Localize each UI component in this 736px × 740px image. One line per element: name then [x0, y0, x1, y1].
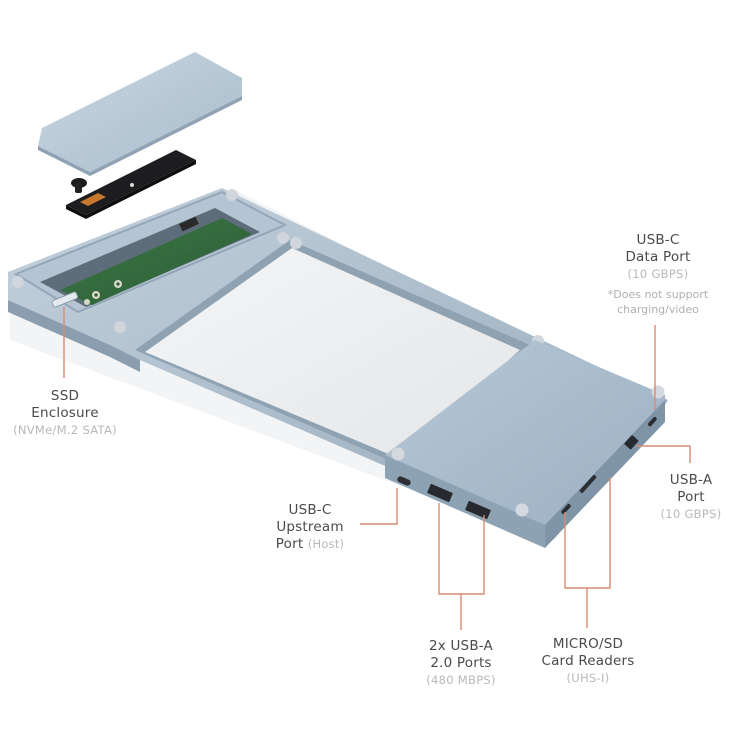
callout-title: SSD: [50, 388, 80, 404]
callout-title: USB-C: [288, 502, 332, 518]
micro-sd-slot: [561, 504, 571, 514]
center-tray: [135, 240, 530, 465]
hub-block: [385, 340, 665, 548]
callout-title: Enclosure: [31, 405, 99, 421]
callout-card-readers: MICRO/SD Card Readers (UHS-I): [526, 636, 650, 687]
callout-title: USB-C: [636, 232, 680, 248]
usb-c-data-port: [647, 417, 657, 427]
callout-spec: (Host): [307, 537, 345, 551]
callout-title: Card Readers: [541, 653, 635, 669]
screw-icon: [71, 178, 87, 193]
callout-spec: (480 MBPS): [426, 673, 496, 687]
callout-lines: [63, 307, 691, 630]
callout-title: Upstream: [276, 519, 344, 535]
callout-usb-c-data-port: USB-C Data Port (10 GBPS) *Does not supp…: [590, 232, 726, 317]
callout-usb-c-upstream: USB-C Upstream Port (Host): [262, 502, 358, 553]
callout-spec: (10 GBPS): [627, 267, 689, 281]
callout-ssd-enclosure: SSD Enclosure (NVMe/M.2 SATA): [0, 388, 130, 439]
usb-c-upstream-port: [397, 476, 411, 486]
ssd-lid: [38, 52, 242, 176]
ssd-connector: [51, 291, 79, 308]
ssd-pcb: [60, 216, 252, 305]
callout-note: *Does not support: [607, 288, 709, 301]
callout-title: MICRO/SD: [552, 636, 624, 652]
callout-title: USB-A: [669, 472, 713, 488]
sd-card-slot: [579, 474, 597, 494]
callout-title: Data Port: [625, 249, 691, 265]
usb-a-port-2: [465, 501, 491, 519]
callout-note: charging/video: [617, 303, 699, 316]
callout-spec: (10 GBPS): [660, 507, 722, 521]
nvme-ssd-stick: [66, 150, 196, 219]
callout-title: Port: [275, 536, 304, 552]
callout-spec: (NVMe/M.2 SATA): [13, 423, 117, 437]
callout-title: 2x USB-A: [429, 638, 493, 654]
callout-usb-a-port: USB-A Port (10 GBPS): [648, 472, 734, 523]
callout-title: Port: [677, 489, 705, 505]
callout-spec: (UHS-I): [566, 671, 610, 685]
callout-usb-a-2-ports: 2x USB-A 2.0 Ports (480 MBPS): [408, 638, 514, 689]
callout-title: 2.0 Ports: [430, 655, 492, 671]
usb-a-10gbps-port: [624, 435, 639, 450]
usb-a-port-1: [427, 484, 453, 502]
